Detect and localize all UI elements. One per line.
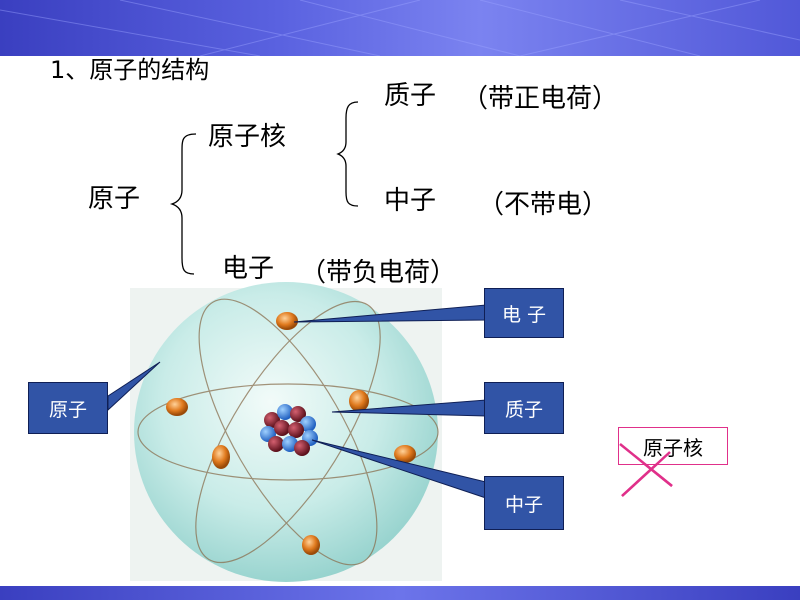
callout-electron: 电 子 — [484, 288, 564, 338]
neutron-ball — [274, 420, 290, 436]
label-electron-charge: （带负电荷） — [300, 258, 457, 288]
header-band — [0, 0, 800, 56]
label-neutron: 中子 — [384, 186, 437, 216]
electrons — [166, 312, 416, 555]
neutron-ball — [290, 406, 306, 422]
proton-ball — [277, 404, 293, 420]
pointer-atom — [107, 361, 161, 412]
electron-orbits — [137, 298, 439, 566]
neutron-ball — [294, 440, 310, 456]
brace-atom — [169, 133, 197, 275]
electron — [212, 445, 230, 469]
label-electron: 电子 — [222, 254, 275, 284]
callout-atom: 原子 — [28, 382, 108, 434]
label-atom: 原子 — [88, 184, 141, 214]
label-proton-charge: （带正电荷） — [462, 84, 619, 114]
electron — [302, 535, 320, 555]
neutron-ball — [288, 422, 304, 438]
label-nucleus: 原子核 — [208, 122, 287, 152]
footer-band — [0, 586, 800, 600]
electron — [166, 398, 188, 416]
crossed-label-nucleus: 原子核 — [618, 427, 728, 465]
callout-proton: 质子 — [484, 382, 564, 434]
header-pattern — [0, 0, 800, 56]
nucleus-cluster — [260, 404, 318, 456]
neutron-ball — [268, 436, 284, 452]
electron — [394, 445, 416, 463]
label-proton: 质子 — [384, 81, 437, 111]
proton-ball — [300, 416, 316, 432]
brace-nucleus — [336, 101, 359, 207]
section-heading: 1、原子的结构 — [50, 56, 210, 84]
callout-neutron: 中子 — [484, 476, 564, 530]
label-neutron-charge: （不带电） — [478, 190, 609, 220]
electron — [349, 390, 369, 412]
electron — [276, 312, 298, 330]
